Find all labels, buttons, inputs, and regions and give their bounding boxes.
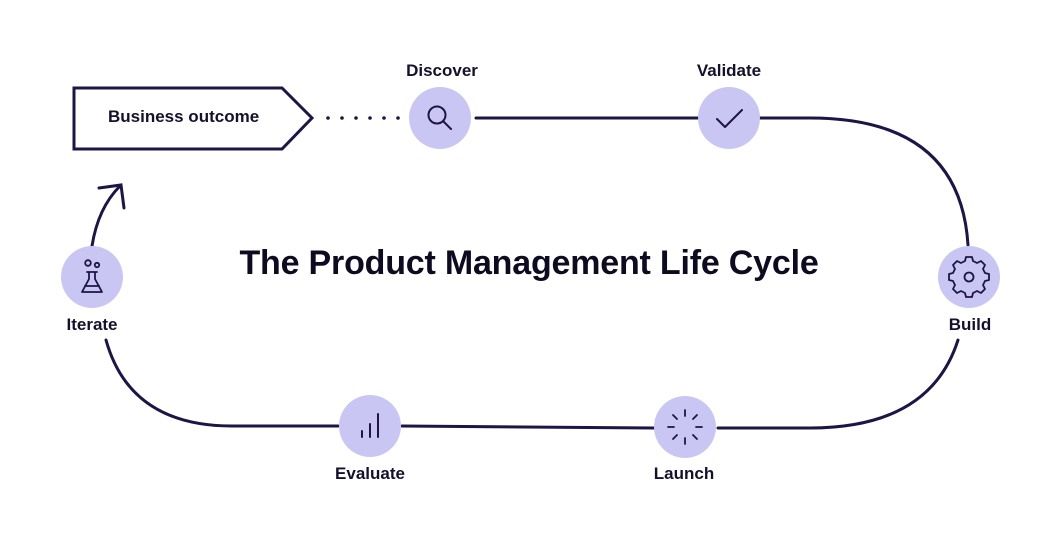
track-build-launch xyxy=(716,338,960,430)
checkmark-icon xyxy=(716,109,743,128)
stage-label-validate: Validate xyxy=(696,61,762,80)
track-validate-build xyxy=(758,116,970,247)
page-title: The Product Management Life Cycle xyxy=(239,244,819,282)
business-outcome-box xyxy=(72,86,315,151)
business-outcome-label: Business outcome xyxy=(108,107,260,126)
bar-chart-icon xyxy=(361,413,379,438)
track-iterate-arrow xyxy=(90,184,122,248)
dotted-connector xyxy=(326,116,400,120)
stage-label-iterate: Iterate xyxy=(66,315,118,334)
track-evaluate-iterate xyxy=(104,338,340,428)
launch-burst-icon xyxy=(667,409,703,445)
track-launch-evaluate xyxy=(400,424,656,430)
arrow-head xyxy=(97,183,126,210)
node-discover xyxy=(409,87,471,149)
cycle-track xyxy=(90,116,970,430)
gear-icon xyxy=(948,256,990,298)
stage-label-build: Build xyxy=(948,315,992,334)
node-iterate xyxy=(61,246,123,308)
search-icon xyxy=(427,105,452,130)
stage-label-discover: Discover xyxy=(406,61,478,80)
stage-label-launch: Launch xyxy=(653,464,715,483)
stage-label-evaluate: Evaluate xyxy=(335,464,405,483)
node-evaluate xyxy=(339,395,401,457)
node-launch xyxy=(654,396,716,458)
node-build xyxy=(938,246,1000,308)
node-validate xyxy=(698,87,760,149)
flask-icon xyxy=(81,259,103,293)
